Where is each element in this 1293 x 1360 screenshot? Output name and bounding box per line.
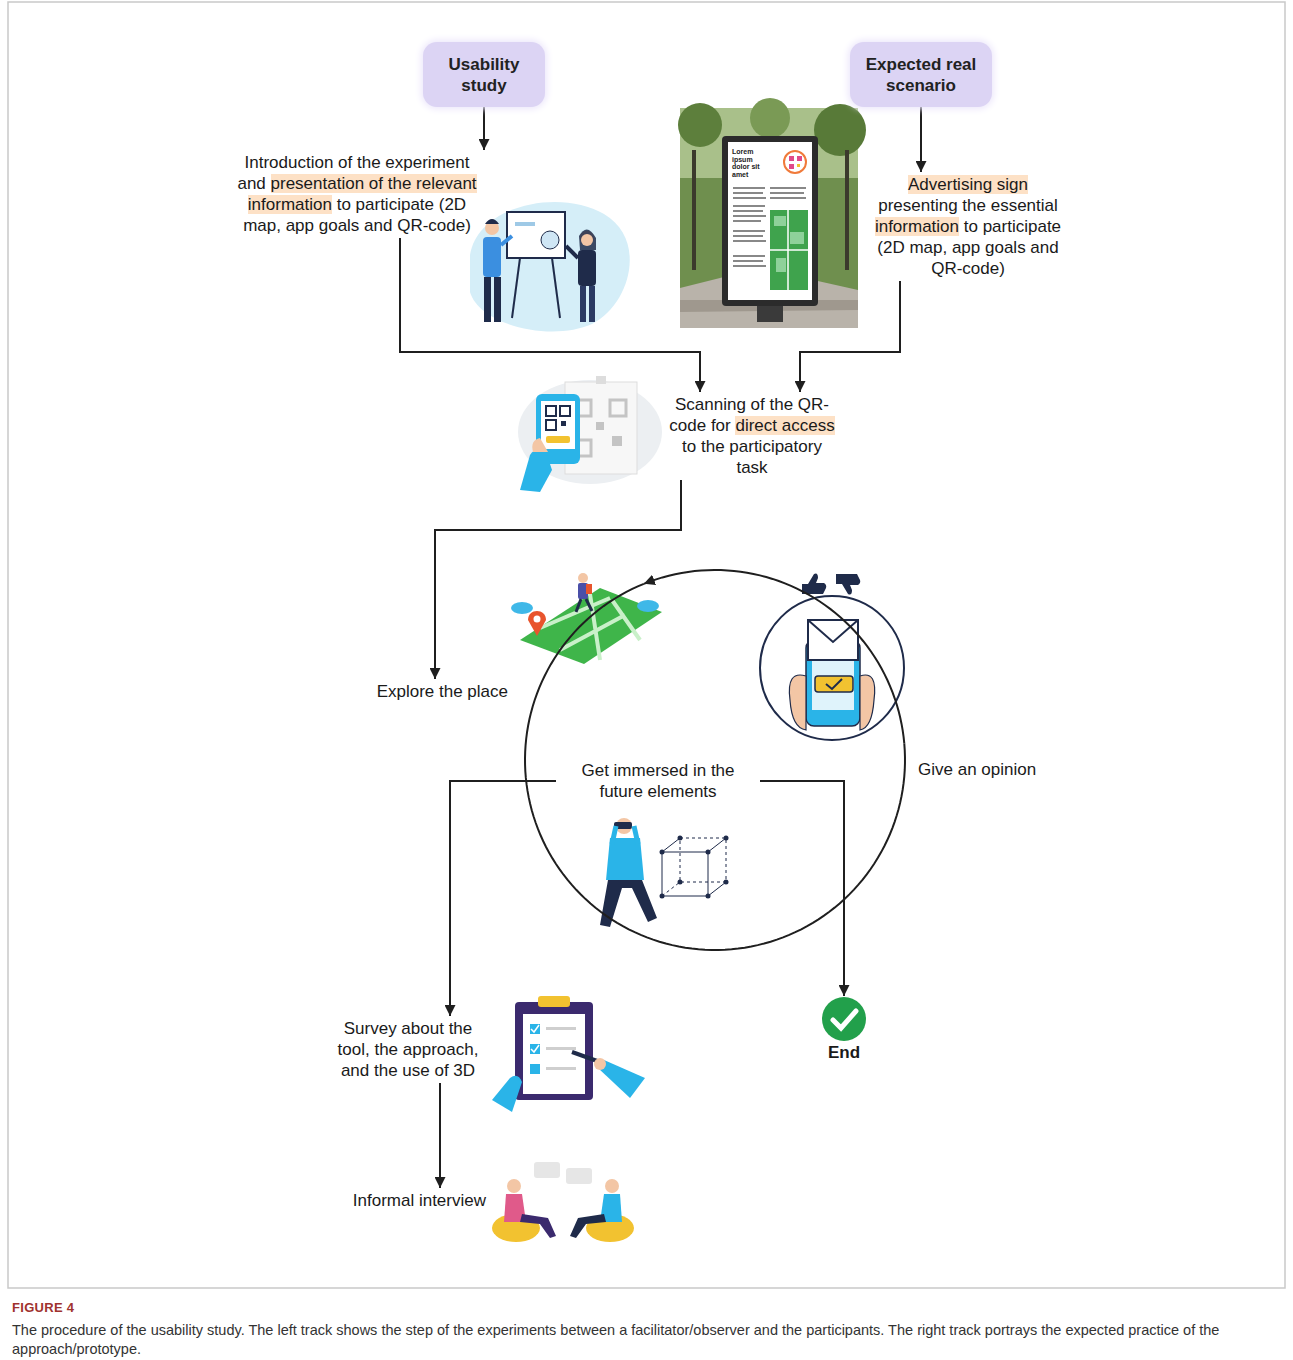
flow-arrow (483, 107, 485, 150)
loop-step: Explore the place (352, 679, 512, 704)
step-text: Scanning of the QR-code for direct acces… (662, 392, 842, 480)
track-heading: Usability study (423, 42, 545, 107)
highlighted-phrase: direct access (735, 416, 834, 435)
interview-illustration (492, 1162, 634, 1242)
loop-step: Get immersed in the future elements (556, 758, 760, 804)
flow-arrow (800, 281, 900, 392)
step-text: Informal interview (322, 1188, 490, 1213)
text-run: Explore the place (377, 682, 508, 701)
flow-arrow (435, 480, 681, 679)
text-run: Expected real scenario (866, 55, 977, 95)
text-run: Usability study (449, 55, 520, 95)
text-run: Get immersed in the future elements (581, 761, 734, 801)
cycle-arc (644, 570, 904, 743)
qr-scan-illustration (518, 376, 662, 492)
node-text: Introduction of the experiment and prese… (230, 152, 484, 236)
flow-arrow (920, 107, 922, 172)
figure-number: FIGURE 4 (12, 1300, 312, 1315)
end-marker: End (812, 996, 876, 1063)
text-run: Give an opinion (918, 760, 1036, 779)
flow-arrow (760, 781, 844, 996)
node-text: Advertising sign presenting the essentia… (866, 174, 1070, 279)
sign-text: Lorem ipsum dolor sit amet (732, 148, 772, 178)
node-text: Informal interview (326, 1190, 486, 1211)
track-heading: Expected real scenario (850, 42, 992, 107)
text-run: presenting the essential (878, 196, 1058, 215)
figure-frame (8, 2, 1285, 1288)
node-text: Survey about the tool, the approach, and… (332, 1018, 484, 1081)
highlighted-phrase: information (875, 217, 959, 236)
advertising-sign-photo (678, 98, 866, 328)
node-text: Give an opinion (918, 759, 1050, 780)
survey-illustration (492, 996, 645, 1112)
check-circle (822, 997, 866, 1041)
text-run: Informal interview (353, 1191, 486, 1210)
text-run: to the participatory task (682, 437, 822, 477)
step-text: Survey about the tool, the approach, and… (328, 1016, 488, 1083)
node-text: Expected real scenario (860, 54, 982, 96)
check-mark (833, 1011, 856, 1028)
immersion-illustration (600, 818, 729, 927)
text-run: End (828, 1043, 860, 1062)
step-text: Introduction of the experiment and prese… (226, 150, 488, 238)
node-text: End (812, 1042, 876, 1063)
presentation-illustration (470, 202, 630, 332)
opinion-illustration (760, 574, 904, 741)
figure-caption: The procedure of the usability study. Th… (12, 1321, 1280, 1359)
node-text: Scanning of the QR-code for direct acces… (666, 394, 838, 478)
node-text: Usability study (433, 54, 535, 96)
node-text: Get immersed in the future elements (560, 760, 756, 802)
step-text: Advertising sign presenting the essentia… (862, 172, 1074, 281)
text-run: Survey about the tool, the approach, and… (338, 1019, 479, 1080)
flow-arrow (450, 781, 556, 1016)
highlighted-phrase: Advertising sign (908, 175, 1028, 194)
loop-step: Give an opinion (914, 757, 1054, 782)
flow-arrow (439, 1083, 441, 1188)
check-icon (821, 996, 867, 1042)
flow-arrow (400, 238, 700, 392)
cycle-arc (525, 584, 644, 916)
node-text: Explore the place (356, 681, 508, 702)
